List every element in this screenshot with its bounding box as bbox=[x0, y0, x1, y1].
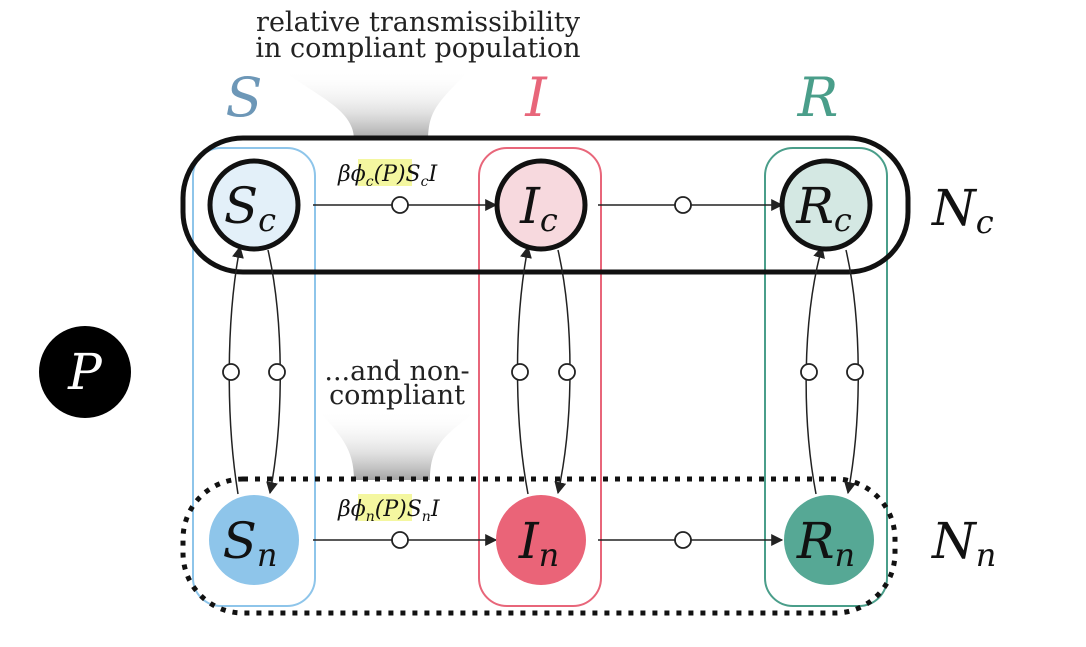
rate-arg: (P) bbox=[374, 162, 406, 187]
rate-phi: ϕ bbox=[351, 162, 366, 187]
middle-annotation-line2: compliant bbox=[329, 380, 465, 411]
svg-text:Rn: Rn bbox=[796, 512, 855, 574]
group-label-nc-sub: c bbox=[976, 203, 994, 241]
node-sn-sub: n bbox=[257, 536, 278, 574]
svg-text:βϕn(P)SnI: βϕn(P)SnI bbox=[337, 497, 441, 525]
rate-circle-i-down bbox=[558, 363, 576, 381]
rate-s-sub: c bbox=[421, 174, 429, 190]
node-p: P bbox=[39, 326, 131, 418]
rate-circle-s-up bbox=[222, 363, 240, 381]
rate-circle-s-down bbox=[268, 363, 286, 381]
rate-phi-sub: c bbox=[366, 174, 374, 190]
rate-phi: ϕ bbox=[351, 497, 366, 522]
node-in-main: I bbox=[518, 512, 540, 570]
rate-phi-sub: n bbox=[366, 509, 375, 525]
svg-text:Sn: Sn bbox=[223, 512, 278, 574]
node-sc: Sc bbox=[207, 158, 301, 252]
middle-funnel-shade bbox=[318, 410, 478, 480]
rate-i: I bbox=[427, 162, 438, 187]
column-outline-i bbox=[478, 147, 602, 607]
top-annotation-line2: in compliant population bbox=[255, 33, 580, 64]
column-header-i: I bbox=[524, 66, 548, 129]
rate-circle-sn-in bbox=[391, 531, 409, 549]
rate-beta: β bbox=[337, 497, 351, 522]
svg-text:Rc: Rc bbox=[795, 177, 852, 239]
rate-beta: β bbox=[337, 162, 351, 187]
group-label-nc: Nc bbox=[931, 179, 994, 241]
rate-circle-r-down bbox=[846, 363, 864, 381]
rate-arg: (P) bbox=[375, 497, 407, 522]
node-rn-main: R bbox=[796, 512, 835, 570]
rate-label-compliant: βϕc(P)ScI bbox=[337, 159, 438, 190]
group-label-nn: Nn bbox=[931, 512, 996, 574]
top-funnel-shade bbox=[282, 70, 470, 140]
rate-s: S bbox=[407, 497, 422, 522]
node-rn-sub: n bbox=[835, 536, 856, 574]
rate-s-sub: n bbox=[422, 509, 431, 525]
node-p-label: P bbox=[67, 343, 103, 401]
group-label-nc-main: N bbox=[931, 179, 978, 237]
middle-annotation-line1: ...and non- bbox=[324, 356, 469, 387]
node-in: In bbox=[496, 495, 586, 585]
node-rc-main: R bbox=[795, 177, 834, 235]
column-header-r: R bbox=[797, 66, 839, 129]
node-rc-sub: c bbox=[834, 201, 852, 239]
group-label-nn-sub: n bbox=[976, 536, 997, 574]
column-outline-s bbox=[192, 147, 316, 607]
rate-highlight-compliant bbox=[358, 159, 412, 186]
column-header-s: S bbox=[226, 66, 263, 129]
rate-circle-i-up bbox=[511, 363, 529, 381]
rate-circle-r-up bbox=[800, 363, 818, 381]
column-outline-r bbox=[764, 147, 888, 607]
rate-circle-ic-rc bbox=[674, 196, 692, 214]
node-sn-main: S bbox=[223, 512, 257, 570]
svg-text:Ic: Ic bbox=[519, 177, 558, 239]
node-ic-main: I bbox=[519, 177, 541, 235]
svg-text:Sc: Sc bbox=[224, 177, 276, 239]
node-ic: Ic bbox=[494, 158, 588, 252]
compliant-group-outline bbox=[180, 135, 911, 275]
node-sc-main: S bbox=[224, 177, 258, 235]
node-sc-sub: c bbox=[258, 201, 276, 239]
rate-circle-in-rn bbox=[674, 531, 692, 549]
svg-text:βϕc(P)ScI: βϕc(P)ScI bbox=[337, 162, 438, 190]
node-rn: Rn bbox=[784, 495, 874, 585]
node-rc: Rc bbox=[779, 158, 873, 252]
rate-circle-sc-ic bbox=[391, 196, 409, 214]
svg-text:In: In bbox=[518, 512, 559, 574]
node-ic-sub: c bbox=[540, 201, 558, 239]
group-label-nn-main: N bbox=[931, 512, 978, 570]
rate-label-noncompliant: βϕn(P)SnI bbox=[337, 494, 441, 525]
rate-s: S bbox=[406, 162, 421, 187]
top-annotation-line1: relative transmissibility bbox=[256, 7, 581, 38]
node-in-sub: n bbox=[539, 536, 560, 574]
rate-i: I bbox=[430, 497, 441, 522]
node-sn: Sn bbox=[209, 495, 299, 585]
rate-highlight-noncompliant bbox=[358, 494, 412, 521]
